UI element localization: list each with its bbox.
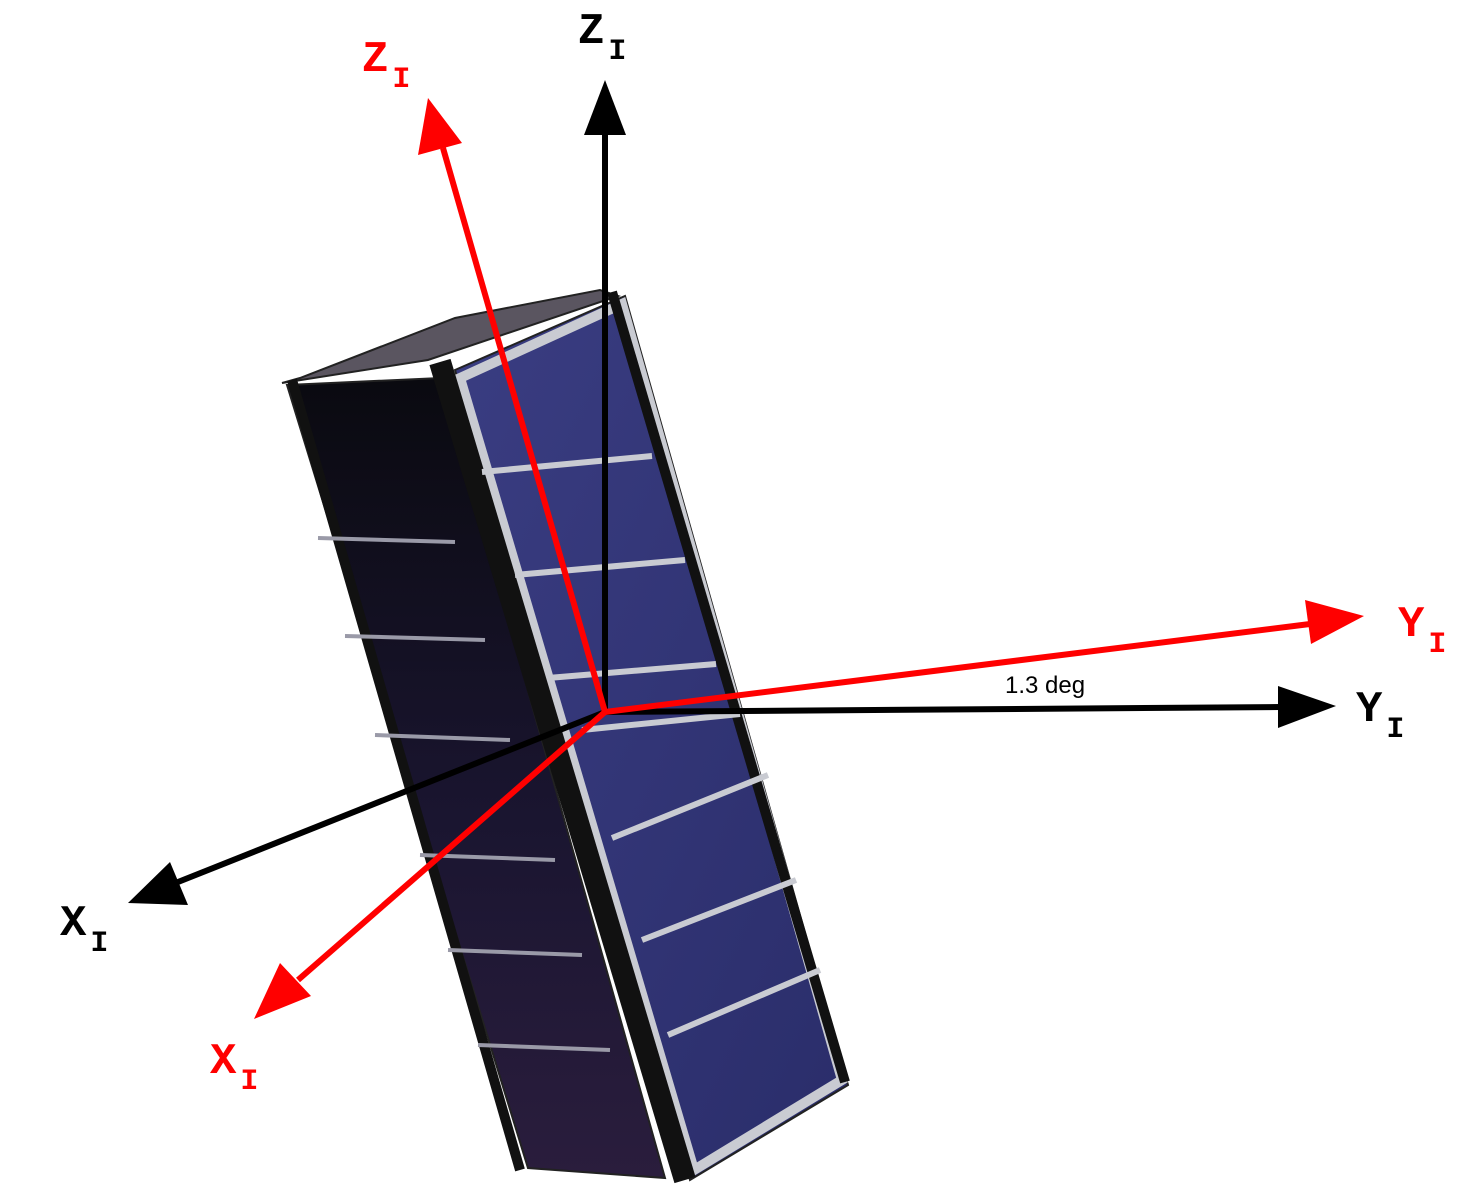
x-arrowhead-black [128, 862, 188, 905]
y-axis-black [604, 704, 1281, 715]
cubesat-rail-right [607, 290, 850, 1084]
x-axis-black [176, 709, 607, 885]
rotation-angle-label: 1.3 deg [1005, 672, 1086, 699]
z-red-sub: I [392, 63, 411, 97]
x-black-main: X [60, 899, 87, 949]
y-red-main: Y [1398, 600, 1425, 650]
rotated-frame-axes [254, 98, 1364, 1019]
cubesat-top-face [281, 288, 622, 384]
y-arrowhead-black [1278, 686, 1336, 728]
cubesat-rail-center [429, 358, 696, 1184]
x-arrowhead-red [254, 963, 311, 1019]
y-red-sub: I [1428, 628, 1447, 662]
y-axis-red [604, 621, 1311, 715]
y-black-sub: I [1386, 713, 1405, 747]
y-black-main: Y [1356, 685, 1383, 735]
reference-frame-axes [128, 80, 1336, 905]
z-red-main: Z [362, 35, 389, 85]
x-axis-red [296, 709, 607, 983]
z-black-main: Z [578, 7, 605, 57]
y-arrowhead-red [1305, 600, 1364, 644]
z-arrowhead-red [418, 98, 462, 155]
x-red-main: X [210, 1037, 237, 1087]
x-red-sub: I [240, 1065, 259, 1099]
front-panel-dividers [481, 453, 822, 1038]
x-black-sub: I [90, 927, 109, 961]
cubesat-rail-left [287, 378, 525, 1172]
z-axis-red [440, 147, 608, 713]
z-black-sub: I [608, 35, 627, 69]
cubesat [281, 288, 850, 1184]
z-arrowhead-black [584, 80, 626, 135]
